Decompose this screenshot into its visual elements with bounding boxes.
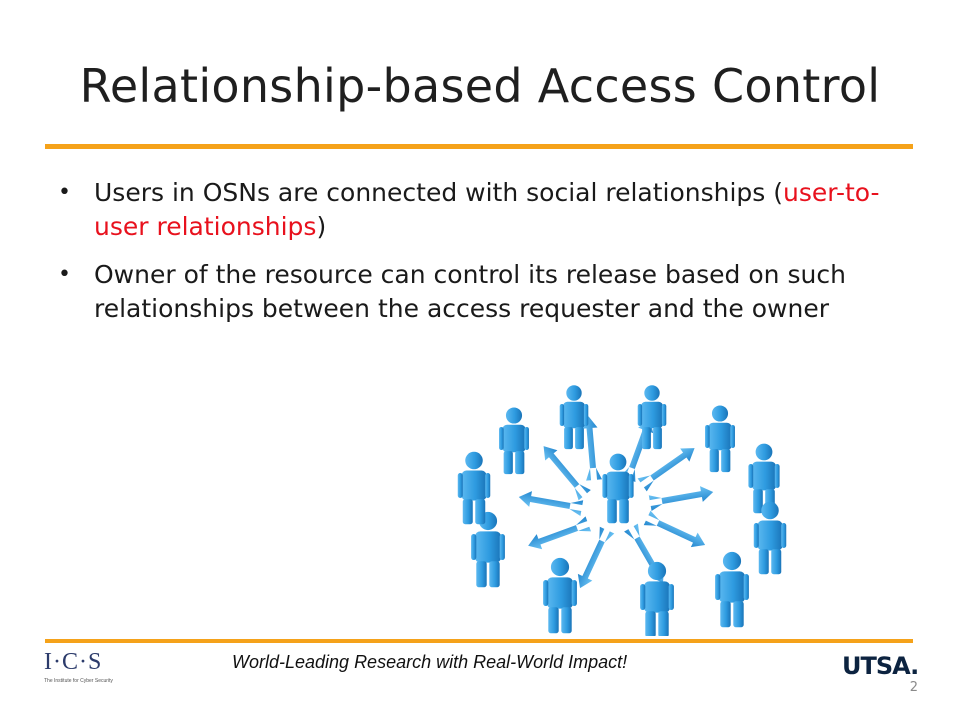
bullet-marker: • <box>58 262 71 287</box>
highlighted-term: user-to-user relationships <box>94 178 880 241</box>
bullet-text: Users in OSNs are connected with social … <box>94 178 784 207</box>
slide-title: Relationship-based Access Control <box>79 59 881 113</box>
bullet-item-2: • Owner of the resource can control its … <box>58 258 918 326</box>
ics-logo-subtext: The Institute for Cyber Security <box>44 678 113 684</box>
utsa-logo: UTSA. <box>842 652 919 680</box>
bullet-text-tail: ) <box>316 212 327 241</box>
social-network-people-icon <box>457 385 787 636</box>
bullet-item-1: • Users in OSNs are connected with socia… <box>58 176 918 244</box>
bullet-list: • Users in OSNs are connected with socia… <box>58 176 918 340</box>
footer-divider <box>45 639 913 643</box>
center-person <box>602 453 634 524</box>
title-divider <box>45 144 913 149</box>
page-number: 2 <box>909 680 918 695</box>
ics-logo: I·C·S The Institute for Cyber Security <box>44 648 130 690</box>
utsa-logo-text: UTSA. <box>842 652 919 680</box>
bullet-text: Owner of the resource can control its re… <box>94 260 846 323</box>
ics-logo-text: I·C·S <box>44 649 103 675</box>
bullet-marker: • <box>58 180 71 205</box>
footer-tagline: World-Leading Research with Real-World I… <box>232 652 628 672</box>
